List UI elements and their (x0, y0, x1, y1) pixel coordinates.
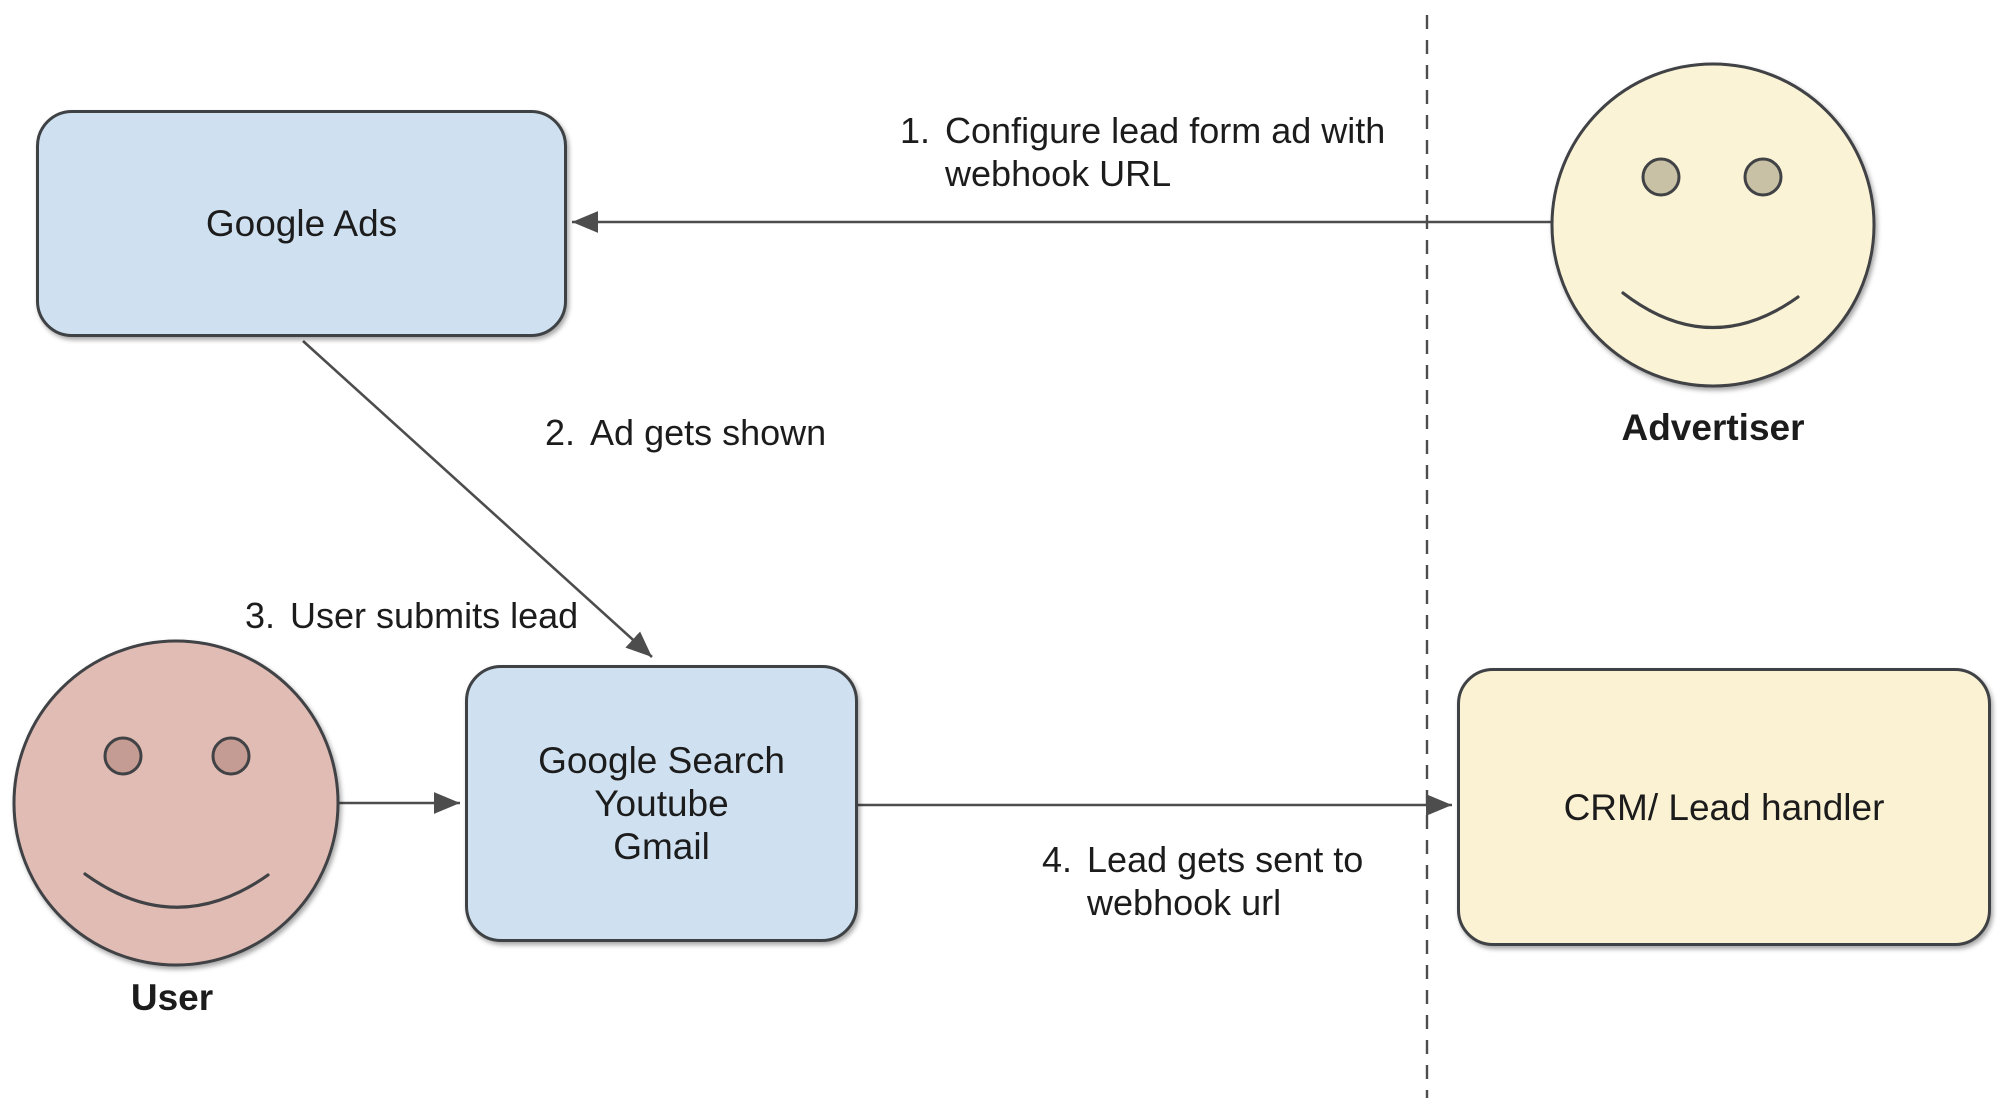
step-1-text: Configure lead form ad with webhook URL (945, 109, 1385, 195)
node-google-surfaces-line-1: Google Search (538, 740, 785, 781)
step-2-text: Ad gets shown (590, 412, 827, 453)
step-2-number: 2. (545, 412, 576, 453)
node-crm-label: CRM/ Lead handler (1563, 786, 1885, 828)
node-google-ads-label: Google Ads (205, 203, 398, 244)
step-4-text-line-2: webhook url (1087, 882, 1282, 923)
node-google-surfaces-line-3: Gmail (613, 826, 710, 867)
step-2-annotation: 2. Ad gets shown (545, 411, 826, 454)
node-google-surfaces-line-2: Youtube (594, 783, 729, 824)
node-crm-lead-handler: CRM/ Lead handler (1457, 668, 1991, 946)
user-label: User (130, 977, 214, 1018)
advertiser-face-icon (1550, 62, 1876, 388)
arrow-google-ads-to-surfaces (302, 340, 653, 658)
step-1-text-line-1: Configure lead form ad with (945, 110, 1386, 151)
step-4-annotation: 4. Lead gets sent to webhook url (1042, 838, 1363, 924)
step-1-text-line-2: webhook URL (945, 153, 1172, 194)
node-google-surfaces: Google Search Youtube Gmail (465, 665, 858, 942)
step-3-text: User submits lead (290, 595, 579, 636)
step-3-annotation: 3. User submits lead (245, 594, 578, 637)
step-4-text-line-1: Lead gets sent to (1087, 839, 1364, 880)
user-face-icon (12, 639, 340, 967)
step-1-number: 1. (900, 110, 931, 151)
step-1-annotation: 1. Configure lead form ad with webhook U… (900, 109, 1385, 195)
step-4-text: Lead gets sent to webhook url (1087, 838, 1363, 924)
step-4-number: 4. (1042, 839, 1073, 880)
advertiser-label: Advertiser (1621, 407, 1805, 448)
node-google-ads: Google Ads (36, 110, 567, 337)
step-3-number: 3. (245, 595, 276, 636)
